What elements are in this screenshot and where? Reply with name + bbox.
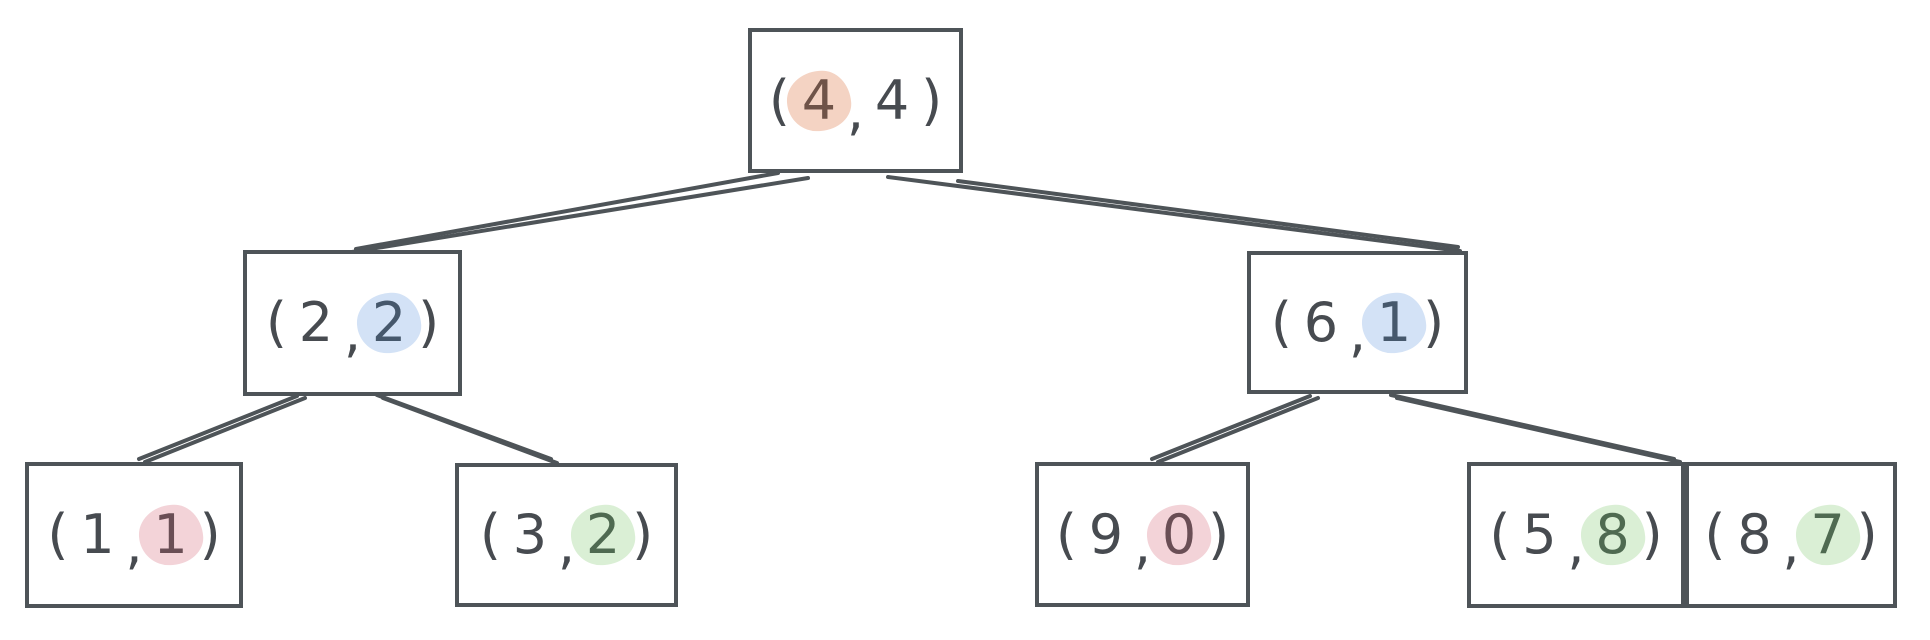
second-number-wrap: 2 (355, 284, 424, 362)
tree-edge-left-left[interactable] (143, 396, 307, 464)
comma: , (846, 78, 865, 142)
close-paren: ) (1641, 503, 1663, 566)
second-number-wrap: 8 (1578, 496, 1647, 574)
open-paren: ( (768, 68, 790, 132)
first-number: 9 (1088, 502, 1124, 566)
tree-node-6-1[interactable]: ( 6 , 1 ) (1247, 251, 1468, 394)
tree-edge-left-right-stroke2 (375, 393, 553, 461)
first-number: 2 (298, 291, 334, 354)
tree-node-4-4[interactable]: ( 4 , 4 ) (748, 28, 963, 173)
close-paren: ) (1208, 502, 1230, 566)
second-number: 1 (1376, 290, 1412, 354)
tree-edge-right-left-stroke2 (1150, 394, 1312, 461)
tree-edge-root-right-stroke2 (956, 179, 1460, 249)
second-number: 7 (1810, 503, 1845, 566)
first-number-wrap: 9 (1081, 496, 1131, 574)
second-number-wrap: 7 (1793, 496, 1862, 574)
second-number-wrap: 1 (1360, 284, 1429, 362)
first-number-wrap: 8 (1729, 496, 1779, 574)
tree-edge-root-left[interactable] (350, 176, 810, 254)
open-paren: ( (479, 503, 501, 566)
first-number: 3 (512, 503, 548, 566)
close-paren: ) (921, 68, 943, 132)
open-paren: ( (1489, 503, 1511, 566)
close-paren: ) (632, 503, 654, 566)
first-number-wrap: 2 (291, 284, 341, 362)
open-paren: ( (1270, 290, 1292, 354)
tree-edge-right-left[interactable] (1156, 396, 1320, 464)
first-number: 8 (1737, 503, 1772, 566)
tree-node-1-1[interactable]: ( 1 , 1 ) (25, 462, 243, 608)
second-number-wrap: 2 (569, 496, 638, 574)
tree-edge-right-right-stroke2 (1389, 393, 1676, 461)
tree-node-9-0[interactable]: ( 9 , 0 ) (1035, 462, 1250, 607)
first-number: 4 (801, 68, 837, 132)
close-paren: ) (1856, 503, 1878, 566)
first-number-wrap: 4 (784, 62, 853, 140)
first-number: 1 (80, 503, 115, 566)
first-number: 5 (1522, 503, 1557, 566)
second-number-wrap: 0 (1145, 496, 1214, 574)
tree-edge-left-left-stroke2 (137, 394, 299, 461)
second-number: 2 (585, 503, 621, 566)
second-number: 1 (153, 503, 188, 566)
second-number: 8 (1595, 503, 1630, 566)
first-number-wrap: 5 (1514, 496, 1564, 574)
tree-node-5-8[interactable]: ( 5 , 8 ) (1467, 462, 1685, 608)
close-paren: ) (1423, 290, 1445, 354)
second-number: 4 (874, 68, 910, 132)
tree-node-2-2[interactable]: ( 2 , 2 ) (243, 250, 462, 396)
tree-node-3-2[interactable]: ( 3 , 2 ) (455, 463, 678, 607)
open-paren: ( (1055, 502, 1077, 566)
open-paren: ( (1704, 503, 1726, 566)
tree-edge-root-left-stroke2 (354, 171, 780, 251)
first-number-wrap: 1 (72, 496, 122, 574)
second-number: 2 (371, 291, 407, 354)
open-paren: ( (265, 291, 287, 354)
tree-edge-root-right[interactable] (886, 175, 1462, 253)
second-number-wrap: 4 (867, 62, 917, 140)
first-number-wrap: 6 (1296, 284, 1346, 362)
close-paren: ) (199, 503, 221, 566)
first-number: 6 (1303, 290, 1339, 354)
close-paren: ) (418, 291, 440, 354)
second-number-wrap: 1 (136, 496, 205, 574)
second-number: 0 (1161, 502, 1197, 566)
open-paren: ( (47, 503, 69, 566)
first-number-wrap: 3 (505, 496, 555, 574)
tree-node-8-7[interactable]: ( 8 , 7 ) (1685, 462, 1897, 608)
